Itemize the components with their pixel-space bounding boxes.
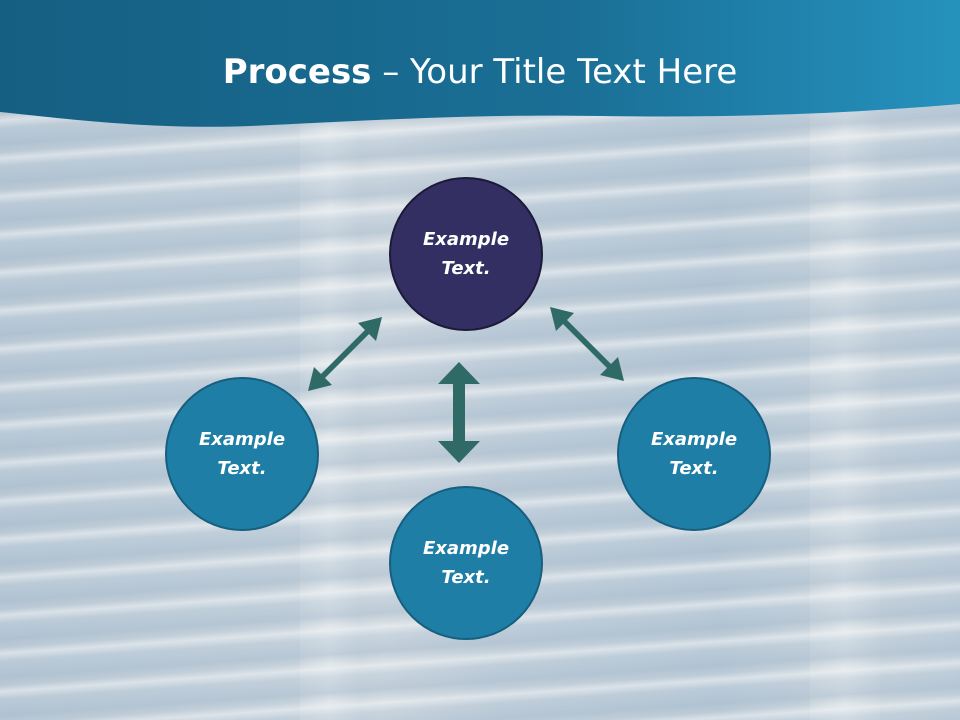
node-left-line1: Example <box>198 429 286 450</box>
node-left-line2: Text. <box>217 458 267 479</box>
arrow-center-left <box>308 317 382 391</box>
arrow-center-right <box>550 307 624 381</box>
arrow-center-bottom <box>438 362 480 463</box>
node-right-line2: Text. <box>669 458 719 479</box>
node-center-line2: Text. <box>441 258 491 279</box>
process-node-center: Example Text. <box>389 177 543 331</box>
node-center-line1: Example <box>422 229 510 250</box>
process-node-right: Example Text. <box>617 377 771 531</box>
slide-title: Process – Your Title Text Here <box>0 52 960 92</box>
title-banner: Process – Your Title Text Here <box>0 0 960 140</box>
node-right-line1: Example <box>650 429 738 450</box>
node-bottom-line2: Text. <box>441 567 491 588</box>
node-bottom-line1: Example <box>422 538 510 559</box>
title-rest: – Your Title Text Here <box>371 52 738 92</box>
process-node-left: Example Text. <box>165 377 319 531</box>
process-node-bottom: Example Text. <box>389 486 543 640</box>
title-bold: Process <box>222 52 372 92</box>
